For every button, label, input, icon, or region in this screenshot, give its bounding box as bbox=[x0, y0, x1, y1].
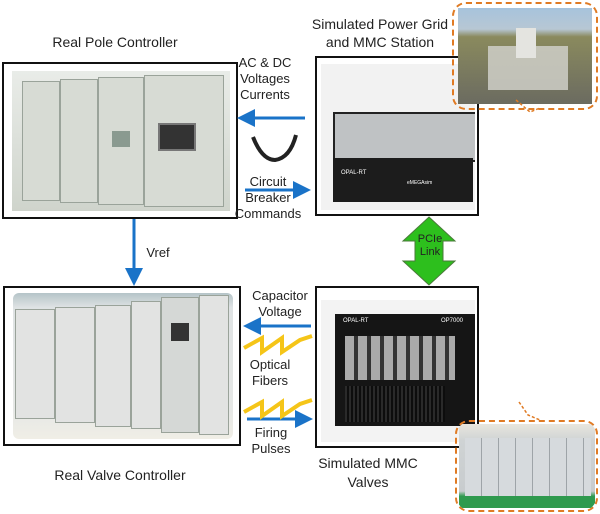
measurement-label-3: Currents bbox=[240, 87, 290, 102]
mmc-title-line2: Valves bbox=[347, 474, 389, 490]
firing-label-1: Firing bbox=[254, 425, 288, 440]
valve-hall-callout bbox=[455, 420, 598, 512]
capacitor-label-2: Voltage bbox=[258, 304, 302, 319]
vref-label: Vref bbox=[146, 245, 170, 260]
grid-simulator-box: OPAL-RT eMEGAsim bbox=[315, 56, 479, 216]
fiber-icon-bottom bbox=[243, 398, 313, 420]
mmc-simulator-box: OPAL-RT OP7000 bbox=[315, 286, 479, 448]
valve-controller-box bbox=[3, 286, 241, 446]
pole-controller-box bbox=[2, 62, 238, 219]
breaker-label-3: Commands bbox=[234, 206, 302, 221]
pcie-label-2: Link bbox=[419, 246, 441, 258]
breaker-label-2: Breaker bbox=[245, 190, 291, 205]
capacitor-label-1: Capacitor bbox=[252, 288, 308, 303]
emegasim-model: eMEGAsim bbox=[407, 180, 433, 186]
valve-controller-title: Real Valve Controller bbox=[54, 467, 186, 483]
emegasim-brand: OPAL-RT bbox=[341, 170, 367, 176]
optical-label-2: Fibers bbox=[251, 373, 289, 388]
valve-hall-photo bbox=[459, 424, 595, 508]
op7000-brand: OPAL-RT bbox=[343, 318, 369, 324]
pcie-double-arrow bbox=[401, 216, 457, 286]
fiber-icon-top bbox=[243, 334, 313, 356]
op7000-model: OP7000 bbox=[441, 318, 464, 324]
grid-title-line2: and MMC Station bbox=[325, 34, 435, 50]
pole-controller-title: Real Pole Controller bbox=[52, 34, 178, 50]
measurement-label-1: AC & DC bbox=[238, 55, 292, 70]
grid-title-line1: Simulated Power Grid bbox=[311, 16, 449, 32]
power-station-photo bbox=[458, 8, 592, 104]
mmc-title-line1: Simulated MMC bbox=[318, 455, 418, 471]
optical-label-1: Optical bbox=[249, 357, 291, 372]
pole-controller-photo bbox=[12, 71, 230, 211]
valve-controller-photo bbox=[13, 293, 233, 439]
firing-label-2: Pulses bbox=[251, 441, 291, 456]
emegasim-photo: OPAL-RT eMEGAsim bbox=[321, 64, 475, 210]
breaker-label-1: Circuit bbox=[249, 174, 287, 189]
cable-icon bbox=[251, 134, 298, 163]
op7000-photo: OPAL-RT OP7000 bbox=[321, 300, 475, 442]
power-station-callout bbox=[452, 2, 598, 110]
pcie-label-1: PCIe bbox=[417, 233, 443, 245]
measurement-label-2: Voltages bbox=[240, 71, 290, 86]
